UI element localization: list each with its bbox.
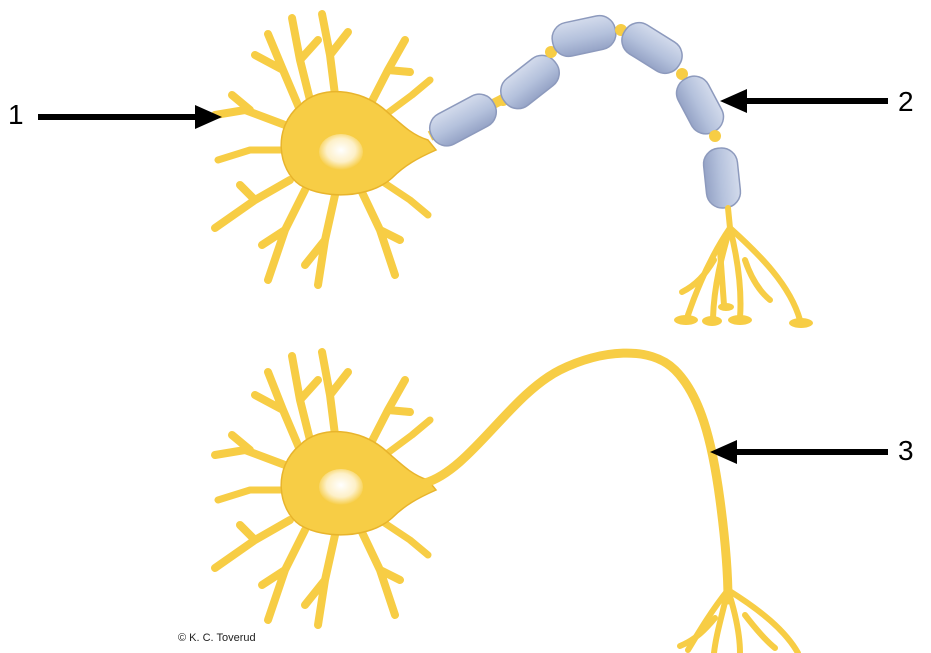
myelin-segment (549, 13, 619, 60)
axon-terminals-bottom (680, 590, 798, 653)
label-2: 2 (898, 88, 914, 116)
label-3: 3 (898, 437, 914, 465)
label-1: 1 (8, 101, 24, 129)
nucleus-top (319, 134, 363, 170)
arrow-2 (720, 89, 888, 113)
arrow-3 (710, 440, 888, 464)
myelin-segment (424, 89, 502, 152)
arrow-1 (38, 105, 222, 129)
myelin-segment (671, 71, 729, 140)
myelinated-neuron (215, 13, 813, 328)
axon-terminals-top (682, 208, 800, 320)
copyright-credit: © K. C. Toverud (178, 632, 256, 644)
myelin-sheath (424, 13, 742, 210)
nucleus-bottom (319, 469, 363, 505)
unmyelinated-neuron (215, 352, 798, 653)
unmyelinated-axon (425, 353, 728, 600)
myelin-segment (616, 17, 688, 80)
myelin-segment (702, 146, 742, 209)
